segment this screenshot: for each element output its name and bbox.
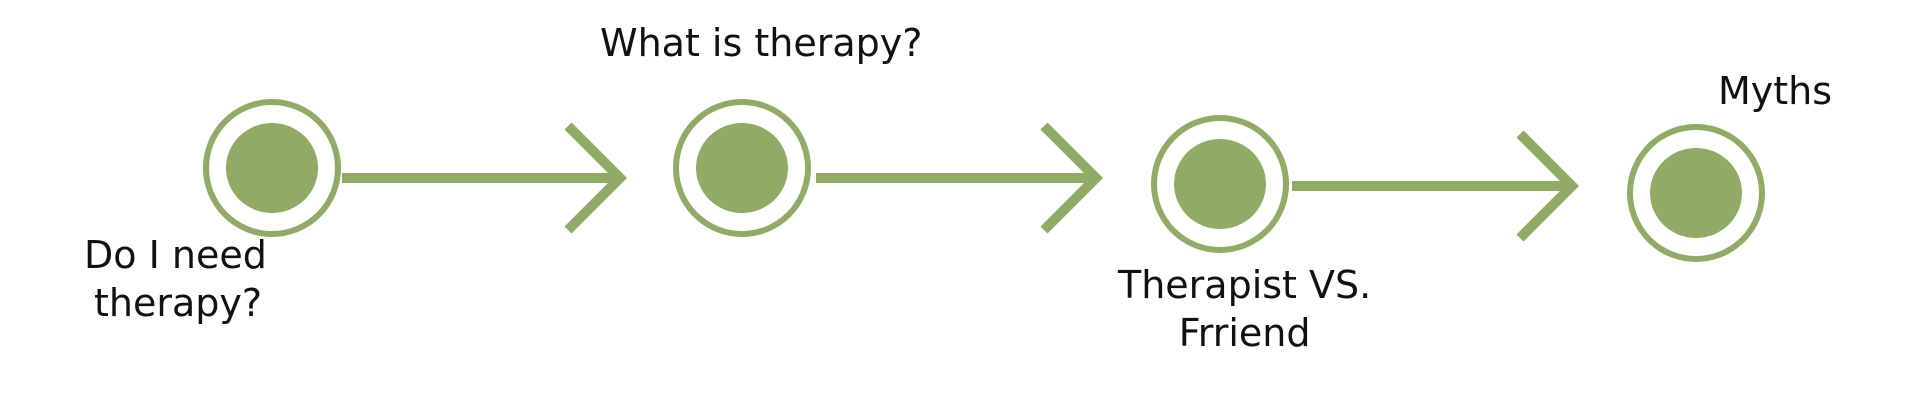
step-label-therapist-vs-friend: Therapist VS. Frriend [1118, 262, 1371, 357]
arrow-head [1516, 130, 1580, 242]
step-label-line: Myths [1718, 69, 1833, 113]
step-label-myths: Myths [1718, 68, 1832, 116]
node-outer-ring [203, 99, 341, 237]
node-outer-ring [1151, 115, 1289, 253]
node-outer-ring [673, 99, 811, 237]
arrow-head [1040, 122, 1104, 234]
step-label-do-i-need-therapy: Do I need therapy? [84, 232, 267, 327]
step-node [203, 99, 341, 237]
node-inner-dot [1650, 148, 1742, 238]
step-label-line: Therapist VS. [1118, 263, 1372, 307]
step-node [1627, 124, 1765, 262]
node-inner-dot [696, 123, 788, 213]
step-node [673, 99, 811, 237]
flow-arrow [816, 122, 1104, 234]
node-outer-ring [1627, 124, 1765, 262]
step-node [1151, 115, 1289, 253]
node-inner-dot [1174, 139, 1266, 229]
step-label-what-is-therapy: What is therapy? [600, 20, 922, 68]
step-label-line: Frriend [1178, 310, 1311, 355]
arrow-head [564, 122, 628, 234]
flow-arrow [342, 122, 628, 234]
node-inner-dot [226, 123, 318, 213]
step-label-line: therapy? [94, 280, 263, 325]
step-label-line: What is therapy? [600, 21, 923, 65]
step-label-line: Do I need [84, 233, 267, 277]
flow-arrow [1292, 130, 1580, 242]
